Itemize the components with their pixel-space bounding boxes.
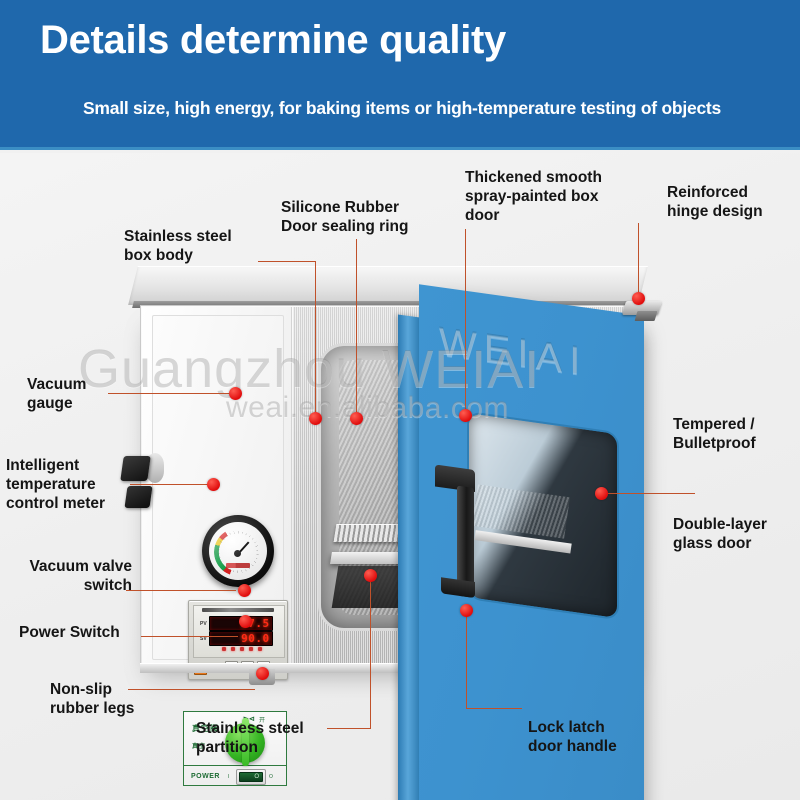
leader-line-partition-h (327, 728, 371, 730)
door-thickness-edge (398, 314, 420, 800)
panel-divider (183, 765, 287, 766)
status-led (249, 647, 253, 651)
callout-thickened-smooth-spray-painted-box-door: Thickened smooth spray-painted box door (465, 169, 602, 224)
vacuum-port-fitting-upper (120, 456, 151, 481)
callout-double-layer-glass-door: Double-layer glass door (673, 516, 767, 552)
page-header: Details determine quality Small size, hi… (0, 0, 800, 150)
callout-stainless-steel-box-body: Stainless steel box body (124, 228, 232, 264)
vacuum-gauge (202, 515, 274, 587)
controller-pv-row: PV 27.5 (200, 616, 273, 631)
marker-dot-power-switch (239, 615, 252, 628)
marker-dot-rubber-legs (256, 667, 269, 680)
door-embossed-logo: WEIAI (439, 319, 588, 385)
leader-line-temp-meter-h (130, 484, 214, 486)
leader-line-partition-v (370, 575, 372, 729)
marker-dot-valve-switch (238, 584, 251, 597)
power-off-mark: O (269, 774, 273, 780)
marker-dot-handle (460, 604, 473, 617)
callout-non-slip-rubber-legs: Non-slip rubber legs (50, 681, 135, 717)
status-led (231, 647, 235, 651)
valve-open-mark: 开 (259, 718, 266, 724)
marker-dot-partition (364, 569, 377, 582)
double-layer-glass-window (467, 410, 619, 621)
leader-line-handle-h (466, 708, 522, 710)
leader-line-box-body-h (258, 261, 316, 263)
gauge-face (209, 522, 267, 580)
page-title: Details determine quality (40, 18, 506, 62)
vacuum-port-fitting-lower (124, 486, 153, 508)
callout-vacuum-gauge: Vacuum gauge (27, 376, 87, 412)
leader-line-box-body-v (315, 261, 317, 418)
controller-pv-label: PV (200, 620, 207, 627)
marker-dot-vacuum-gauge (229, 387, 242, 400)
leader-line-vacuum-gauge-h (108, 393, 236, 395)
leader-line-hinge-v (638, 223, 640, 297)
callout-power-switch: Power Switch (19, 624, 120, 641)
window-visible-perforated-shelf (472, 484, 570, 539)
vacuum-valve-title-label: 真空阀 (192, 724, 219, 733)
controller-pv-value: 27.5 (241, 617, 270, 630)
handle-bottom-block (441, 577, 475, 599)
vacuum-state-label: 真空 (192, 743, 207, 750)
marker-dot-hinge (632, 292, 645, 305)
product-illustration-canvas: PV 27.5 SV 90.0 (0, 153, 800, 800)
vacuum-valve-switch-knob[interactable] (225, 718, 265, 766)
callout-stainless-steel-partition: Stainless steel partition (196, 720, 304, 756)
controller-status-leds (222, 647, 262, 651)
marker-dot-temp-meter (207, 478, 220, 491)
status-led (258, 647, 262, 651)
marker-dot-box-body (309, 412, 322, 425)
leader-line-power-switch-h (141, 636, 238, 638)
callout-vacuum-valve-switch: Vacuum valve switch (29, 558, 132, 594)
controller-sv-label: SV (200, 635, 207, 642)
leader-line-rubber-legs-h (128, 689, 255, 691)
marker-dot-glass-door (595, 487, 608, 500)
status-led (222, 647, 226, 651)
controller-sv-value: 90.0 (241, 632, 270, 645)
leader-line-valve-switch-h (126, 590, 236, 592)
leader-line-handle-v (466, 610, 468, 709)
leader-line-glass-door-h (602, 493, 695, 495)
controller-sv-row: SV 90.0 (200, 631, 273, 646)
controller-brand-bar (202, 608, 274, 612)
gauge-brand-mark (226, 563, 250, 568)
power-switch-label: POWER (191, 773, 220, 780)
callout-tempered-bulletproof: Tempered / Bulletproof (673, 416, 756, 452)
callout-intelligent-temperature-control-meter: Intelligent temperature control meter (6, 457, 106, 512)
intelligent-temperature-control-meter[interactable]: PV 27.5 SV 90.0 (188, 600, 288, 680)
status-led (240, 647, 244, 651)
power-switch-rocker[interactable]: O (239, 772, 263, 782)
leader-line-sealing-ring-v (356, 239, 358, 418)
power-on-mark: I (228, 774, 230, 780)
valve-knob-pointer (242, 718, 249, 766)
oven-top-panel (128, 266, 648, 305)
callout-lock-latch-door-handle: Lock latch door handle (528, 719, 617, 755)
controller-display-area: PV 27.5 SV 90.0 (193, 605, 285, 658)
leader-line-box-door-v (465, 229, 467, 415)
rocker-state-mark: O (254, 774, 259, 780)
oven-base-bar (140, 663, 640, 673)
marker-dot-sealing-ring (350, 412, 363, 425)
controller-sv-display: 90.0 (208, 631, 273, 646)
callout-silicone-rubber-door-sealing-ring: Silicone Rubber Door sealing ring (281, 199, 409, 235)
lock-latch-door-handle[interactable] (435, 464, 475, 599)
vacuum-port-ring (146, 453, 164, 483)
marker-dot-box-door (459, 409, 472, 422)
gauge-hub (234, 550, 241, 557)
callout-reinforced-hinge-design: Reinforced hinge design (667, 184, 763, 220)
page-subtitle: Small size, high energy, for baking item… (83, 98, 721, 118)
reinforced-hinge-pin (634, 311, 658, 321)
